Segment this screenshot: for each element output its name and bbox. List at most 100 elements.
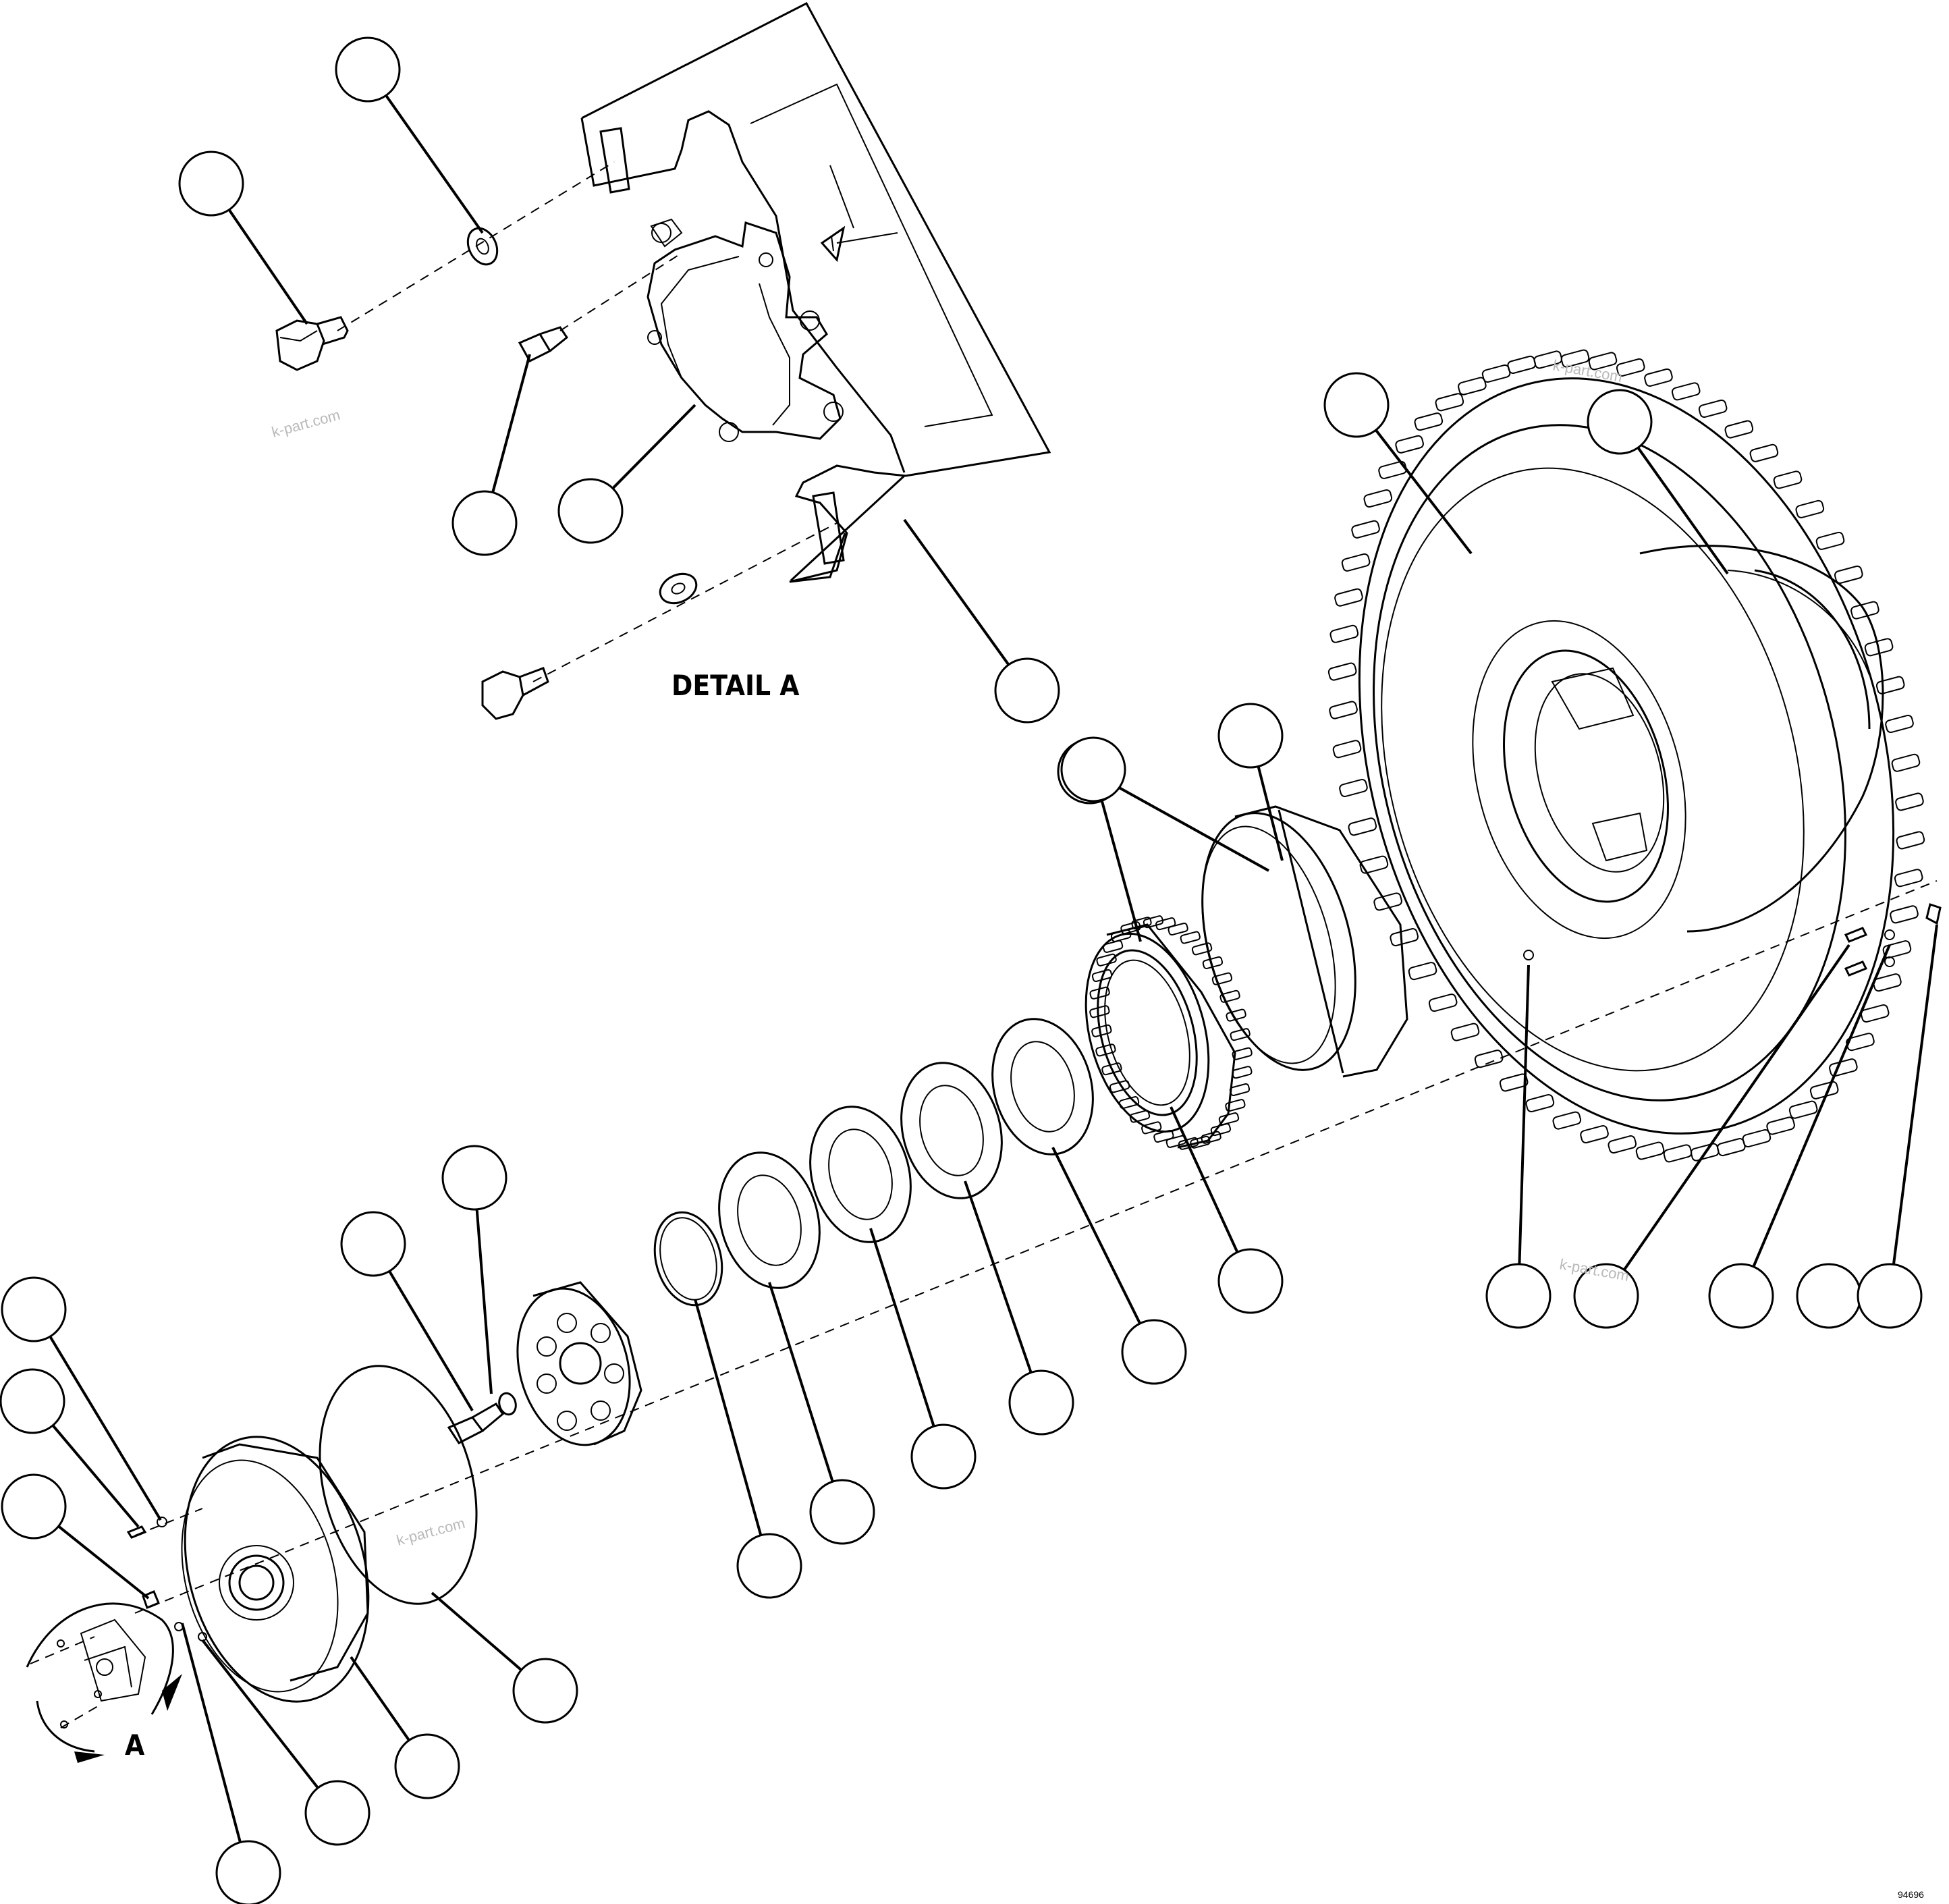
hub-tooth xyxy=(1232,1066,1253,1079)
stud xyxy=(1414,412,1444,431)
stud xyxy=(1891,753,1921,772)
hub-tooth xyxy=(1129,1110,1151,1123)
stud xyxy=(1334,588,1363,607)
hub-tooth xyxy=(1210,1123,1232,1137)
stud xyxy=(1348,817,1377,836)
stud xyxy=(1671,382,1701,401)
hub-tooth xyxy=(1153,1129,1174,1143)
hub-tooth xyxy=(1131,917,1152,930)
stud xyxy=(1525,1093,1555,1113)
callout-10 xyxy=(1587,389,1729,575)
stud xyxy=(1724,420,1754,439)
warning-triangle-icon xyxy=(820,225,846,263)
hub-washer xyxy=(498,1392,517,1416)
hub-tooth xyxy=(1230,1028,1251,1041)
stud xyxy=(1663,1144,1693,1163)
shim-2 xyxy=(809,1106,912,1243)
rear-fasteners xyxy=(1523,903,1942,977)
hub-tooth xyxy=(1102,940,1124,953)
detail-a-label: DETAIL A xyxy=(671,669,800,702)
stud xyxy=(1690,1143,1720,1162)
callout-8 xyxy=(1060,736,1142,942)
sleeve-ring xyxy=(1201,805,1408,1078)
stud xyxy=(1428,994,1458,1012)
stud xyxy=(1435,393,1464,412)
hub-tooth xyxy=(1095,1043,1116,1057)
hub-tooth xyxy=(1191,942,1213,956)
callout-7 xyxy=(1217,703,1284,861)
hub-tooth xyxy=(1202,956,1224,969)
hub-tooth xyxy=(1211,972,1233,985)
shim-1 xyxy=(718,1151,821,1289)
stud xyxy=(1896,831,1925,850)
hub-tooth xyxy=(1143,915,1164,929)
hub-tooth xyxy=(1225,1099,1246,1112)
detail-a-view: DETAIL A xyxy=(275,1,1051,720)
stud-ring xyxy=(1327,349,1925,1163)
stud xyxy=(1329,701,1358,719)
stud xyxy=(1894,869,1923,888)
callout-13 xyxy=(964,1180,1074,1436)
watermark-3: k-part.com xyxy=(395,1515,467,1549)
hub-tooth xyxy=(1091,1024,1112,1037)
stud xyxy=(1860,1004,1890,1023)
stud xyxy=(1552,1111,1582,1130)
stud xyxy=(1773,470,1803,489)
stud xyxy=(1829,1058,1858,1077)
stud xyxy=(1644,368,1673,387)
stud xyxy=(1815,531,1845,550)
hub-tooth xyxy=(1155,917,1176,931)
stud xyxy=(1560,349,1590,368)
view-arrow-icon xyxy=(74,1751,105,1763)
callout-15 xyxy=(768,1282,875,1545)
callout-30 xyxy=(181,1623,281,1904)
clutch-hub xyxy=(1085,915,1253,1150)
stud xyxy=(1373,892,1402,911)
stud xyxy=(1329,624,1359,643)
callout-2 xyxy=(178,151,308,325)
hub-tooth xyxy=(1168,923,1188,936)
hub-tooth xyxy=(1101,1062,1122,1076)
hub-tooth xyxy=(1229,1083,1251,1097)
hub-tooth xyxy=(1141,1121,1162,1135)
torque-converter-housing xyxy=(1327,349,1925,1163)
cover-gasket xyxy=(319,1365,478,1605)
hub-tooth xyxy=(1110,929,1132,942)
stud xyxy=(1359,855,1389,874)
hub-tooth xyxy=(1089,986,1110,1000)
stud xyxy=(1749,443,1779,462)
stud xyxy=(1882,940,1912,959)
hub-tooth xyxy=(1109,1080,1130,1093)
stud xyxy=(1533,350,1563,369)
callout-22 xyxy=(1708,944,1891,1329)
stud xyxy=(1332,740,1362,759)
stud xyxy=(1458,377,1487,396)
stud xyxy=(1481,364,1511,383)
callout-27 xyxy=(1,1473,150,1600)
stud xyxy=(1363,489,1393,508)
callout-16 xyxy=(694,1299,802,1599)
stud xyxy=(1390,928,1419,947)
callout-23 xyxy=(1796,1263,1862,1329)
stud xyxy=(1580,1125,1609,1144)
stud xyxy=(1450,1023,1480,1041)
stud xyxy=(1507,355,1537,374)
front-cover xyxy=(181,1436,370,1703)
stud xyxy=(1499,1073,1529,1092)
stud xyxy=(1850,601,1879,620)
stud xyxy=(1875,676,1905,695)
callout-25 xyxy=(1,1276,162,1521)
lower-slot xyxy=(812,491,845,565)
view-a-label: A xyxy=(125,1729,145,1762)
view-a-inset: A xyxy=(26,1602,182,1763)
hex-bolt-upper xyxy=(275,316,349,371)
stud xyxy=(1698,399,1728,418)
washer-lower xyxy=(659,572,698,605)
hub-tooth xyxy=(1201,1131,1221,1144)
stud xyxy=(1408,962,1437,981)
hub-tooth xyxy=(1120,921,1141,935)
callout-12 xyxy=(1051,1147,1187,1385)
hub-tooth xyxy=(1232,1047,1253,1060)
callout-4 xyxy=(557,404,696,544)
